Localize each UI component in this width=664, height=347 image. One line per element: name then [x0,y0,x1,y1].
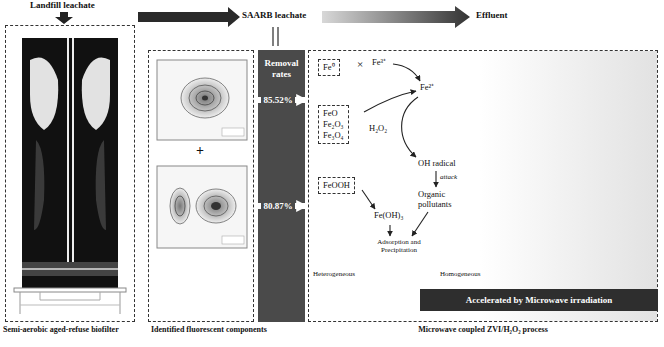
node-text: Fe₂O₃ [323,119,344,130]
removal-rate: 80.87% [261,201,294,212]
panel-caption: Semi-aerobic aged-refuse biofilter [3,325,119,334]
panel-caption: Microwave coupled ZVI/H₂O₂ process [418,325,548,334]
text-label: SAARB leachate [242,10,306,20]
text-label: Landfill leachate [30,0,95,10]
inflow-arrow [55,12,73,24]
equal-mark [272,27,274,46]
flow-arrow [322,6,470,28]
text-label: Fe²⁺ [420,83,434,93]
text-label: H₂O₂ [369,124,387,134]
text-label: attack [440,173,457,181]
eem-plot [157,60,247,140]
eem-panel: Identified fluorescent components [148,50,254,322]
oxide-box: FeOFe₂O₃Fe₃O₄ [318,105,349,144]
text-label: Fe(OH)₃ [374,211,403,221]
process-panel: Microwave coupled ZVI/H₂O₂ processFe⁰FeO… [308,50,658,322]
text-label: Effluent [476,10,508,20]
node-text: FeO [323,108,344,119]
oxide-box: FeOOH [318,177,355,194]
biofilter-column [14,38,126,314]
panel-caption: Identified fluorescent components [151,325,267,334]
text-label: + [196,143,204,159]
biofilter-panel: Semi-aerobic aged-refuse biofilter [5,25,135,322]
node-text: Accelerated by Microwave irradiation [424,295,654,305]
node-text: FeOOH [323,180,350,191]
reaction-arrows [362,64,436,236]
node-text: Removal rates [258,58,305,80]
removal-rates-box: Removal rates [258,58,305,80]
flow-arrow [138,7,240,27]
text-label: Heterogeneous [313,270,355,278]
text-label: Organic pollutants [418,190,470,210]
eem-plot [157,166,247,248]
panel-ground [480,51,657,321]
iron-box: Fe⁰ [318,59,340,76]
text-label: Adsorption and Precipitation [368,238,430,254]
text-label: OH radical [418,159,456,169]
text-label: × [357,58,363,71]
removal-band [258,50,305,322]
text-label: Fe³⁺ [372,58,386,68]
microwave-band: Accelerated by Microwave irradiation [420,289,658,311]
node-text: Fe⁰ [323,62,335,73]
node-text: Fe₃O₄ [323,130,344,141]
removal-rate: 85.52% [261,95,294,106]
equal-mark [277,27,279,46]
text-label: Homogeneous [440,270,480,278]
